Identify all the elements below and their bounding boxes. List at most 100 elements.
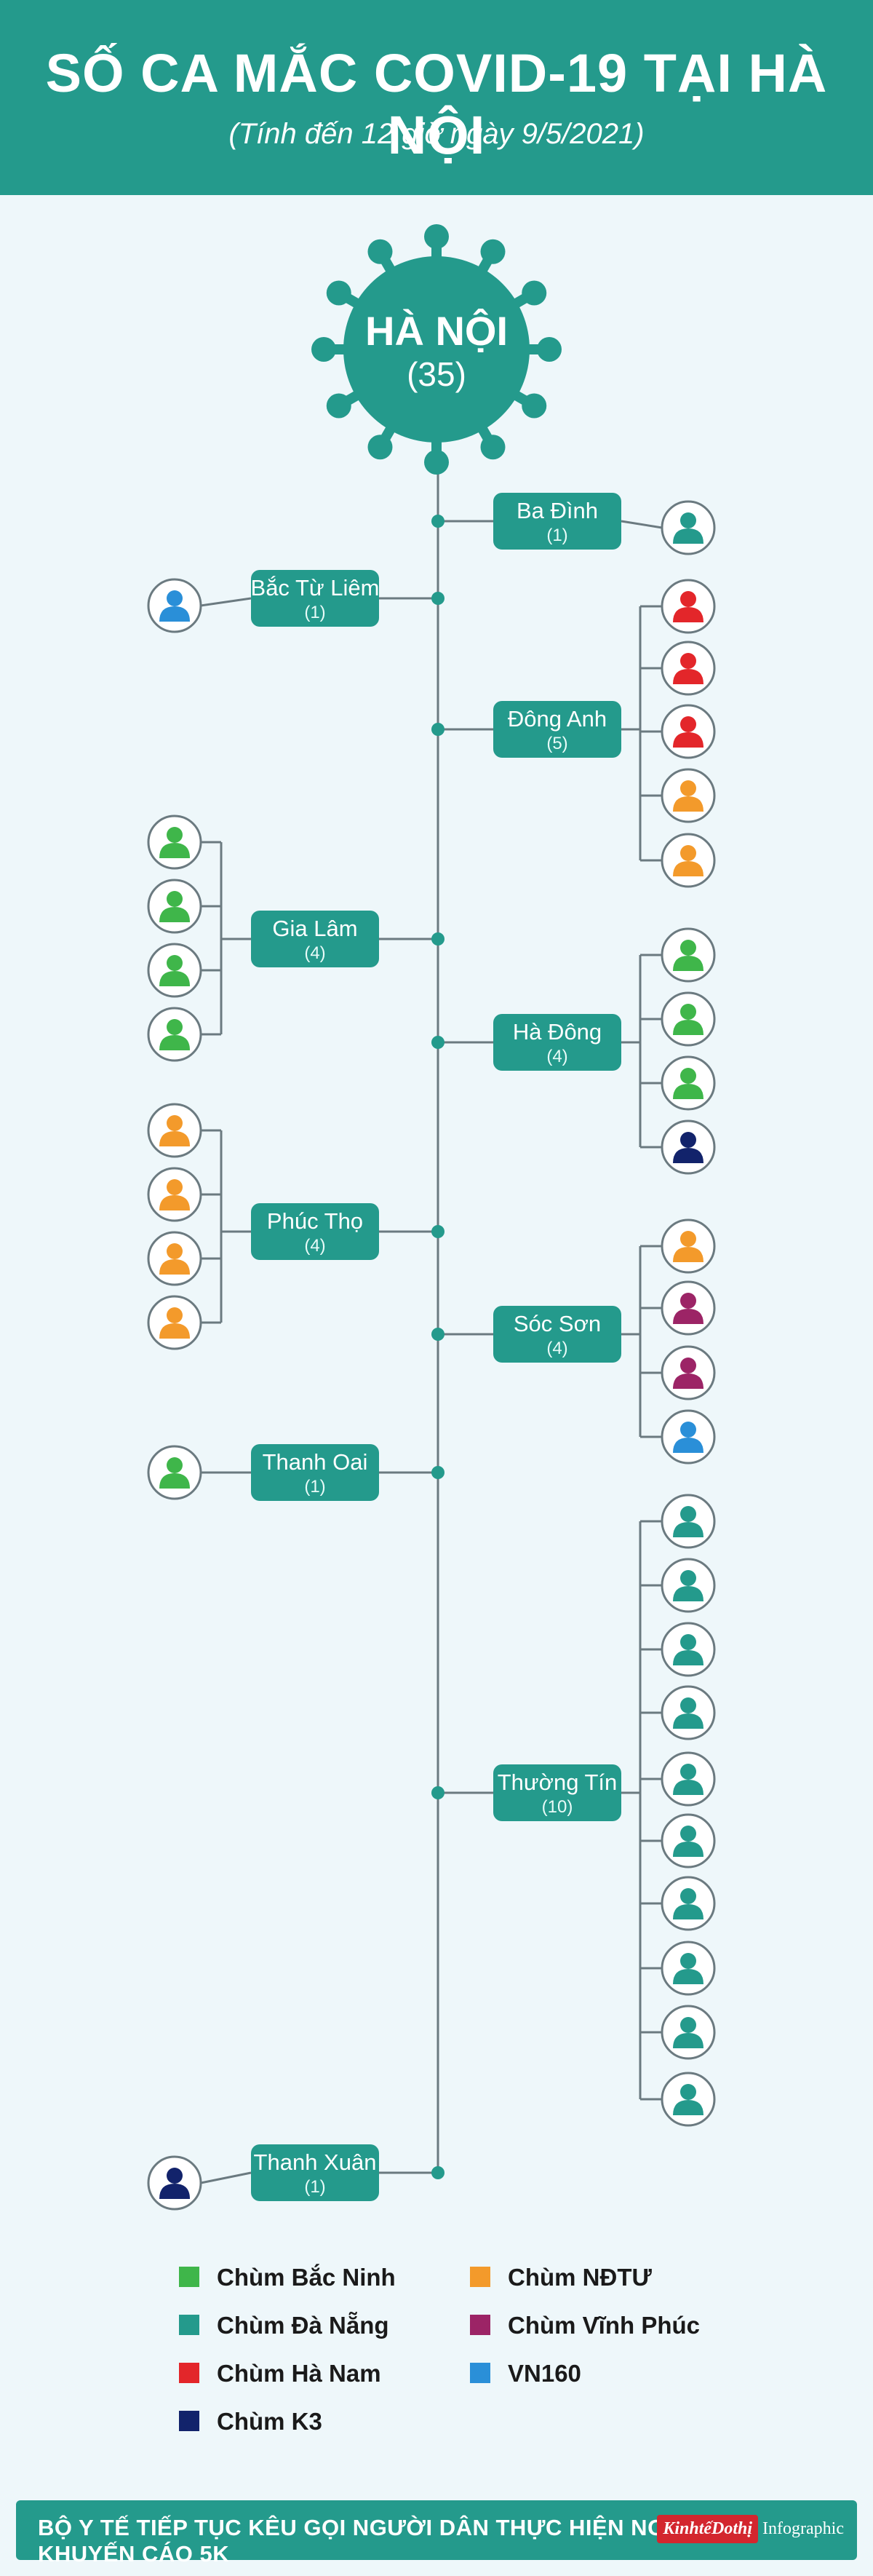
- person-body: [159, 907, 190, 922]
- case-icon: [661, 500, 716, 555]
- root-count: (35): [407, 355, 466, 393]
- person-body: [673, 1084, 703, 1099]
- person-head: [680, 780, 696, 796]
- district-name: Ba Đình: [517, 498, 598, 523]
- district-name: Đông Anh: [508, 706, 607, 732]
- virus-spike-tip: [326, 280, 351, 306]
- junction-dot: [431, 2166, 445, 2179]
- person-head: [680, 2084, 696, 2100]
- case-icon: [661, 1280, 716, 1336]
- legend-label: Chùm Vĩnh Phúc: [508, 2312, 700, 2339]
- virus-spike-tip: [537, 337, 562, 362]
- case-icon: [661, 1558, 716, 1613]
- junction-dot: [431, 1328, 445, 1341]
- virus-spike-tip: [480, 435, 506, 460]
- legend-item: Chùm NĐTƯ: [470, 2264, 652, 2291]
- person-head: [680, 1764, 696, 1780]
- case-icon: [661, 1751, 716, 1807]
- legend: Chùm Bắc Ninh Chùm NĐTƯ Chùm Đà Nẵng Chùm V…: [179, 2264, 700, 2435]
- case-connector: [200, 597, 252, 607]
- district-box: [493, 701, 621, 758]
- case-icon: [661, 1941, 716, 1996]
- district-name: Sóc Sơn: [514, 1311, 601, 1336]
- case-icon: [661, 579, 716, 634]
- person-head: [680, 1570, 696, 1586]
- district-box: [251, 2144, 379, 2201]
- person-head: [680, 1634, 696, 1650]
- legend-swatch: [179, 2267, 199, 2287]
- case-icon: [661, 641, 716, 696]
- district-count: (4): [546, 1047, 567, 1066]
- person-head: [680, 940, 696, 956]
- district-1: Bắc Từ Liêm(1): [200, 570, 445, 627]
- virus-spike-tip: [480, 239, 506, 264]
- person-body: [159, 1195, 190, 1210]
- legend-swatch: [179, 2411, 199, 2431]
- legend-item: Chùm Đà Nẵng: [179, 2311, 389, 2339]
- junction-dot: [431, 515, 445, 528]
- legend-swatch: [470, 2315, 490, 2335]
- person-body: [673, 1148, 703, 1163]
- case-icon: [147, 578, 202, 633]
- person-head: [167, 590, 183, 606]
- district-count: (10): [542, 1797, 573, 1817]
- junction-dot: [431, 723, 445, 736]
- person-head: [680, 512, 696, 528]
- case-icon: [147, 1103, 202, 1158]
- district-count: (4): [546, 1339, 567, 1358]
- case-icon: [661, 1876, 716, 1931]
- virus-spike-tip: [367, 435, 393, 460]
- case-icon: [661, 1119, 716, 1175]
- person-body: [673, 1374, 703, 1389]
- case-connector: [200, 2171, 252, 2184]
- legend-label: Chùm Bắc Ninh: [217, 2264, 396, 2291]
- person-body: [673, 1586, 703, 1601]
- case-icon: [147, 815, 202, 870]
- case-icon: [661, 1494, 716, 1549]
- virus-spike-tip: [424, 224, 449, 249]
- person-body: [673, 607, 703, 622]
- district-box: [251, 570, 379, 627]
- person-head: [167, 955, 183, 971]
- page-subtitle: (Tính đến 12 giờ ngày 9/5/2021): [228, 118, 645, 150]
- virus-spike-tip: [424, 450, 449, 475]
- person-head: [167, 1307, 183, 1323]
- district-box: [251, 1203, 379, 1260]
- virus-spike-tip: [326, 393, 351, 419]
- junction-dot: [431, 1225, 445, 1238]
- person-head: [680, 1953, 696, 1969]
- person-head: [167, 2168, 183, 2184]
- header-banner: SỐ CA MẮC COVID-19 TẠI HÀ NỘI (Tính đến …: [0, 0, 873, 195]
- district-2: Đông Anh(5): [431, 605, 662, 862]
- person-body: [673, 1309, 703, 1324]
- virus-spike-tip: [311, 337, 336, 362]
- person-body: [159, 971, 190, 986]
- person-head: [680, 845, 696, 861]
- person-body: [673, 1247, 703, 1262]
- district-box: [493, 1306, 621, 1363]
- legend-label: Chùm Đà Nẵng: [217, 2311, 389, 2339]
- person-body: [673, 1650, 703, 1665]
- person-head: [167, 1019, 183, 1035]
- district-count: (1): [304, 2177, 325, 2197]
- case-icon: [147, 879, 202, 934]
- person-body: [673, 1522, 703, 1537]
- junction-dot: [431, 932, 445, 946]
- case-icon: [661, 2072, 716, 2127]
- person-head: [167, 1179, 183, 1195]
- person-body: [673, 1780, 703, 1795]
- person-head: [167, 1457, 183, 1473]
- district-count: (1): [304, 1477, 325, 1497]
- person-head: [680, 1293, 696, 1309]
- legend-item: VN160: [470, 2360, 581, 2387]
- person-body: [673, 796, 703, 812]
- person-head: [680, 1068, 696, 1084]
- case-connector: [621, 520, 663, 529]
- district-box: [493, 1764, 621, 1821]
- case-icon: [147, 1167, 202, 1222]
- district-name: Thường Tín: [498, 1769, 618, 1795]
- virus-body: [343, 256, 530, 443]
- person-head: [167, 827, 183, 843]
- district-count: (1): [546, 526, 567, 545]
- district-6: Sóc Sơn (4): [431, 1245, 662, 1438]
